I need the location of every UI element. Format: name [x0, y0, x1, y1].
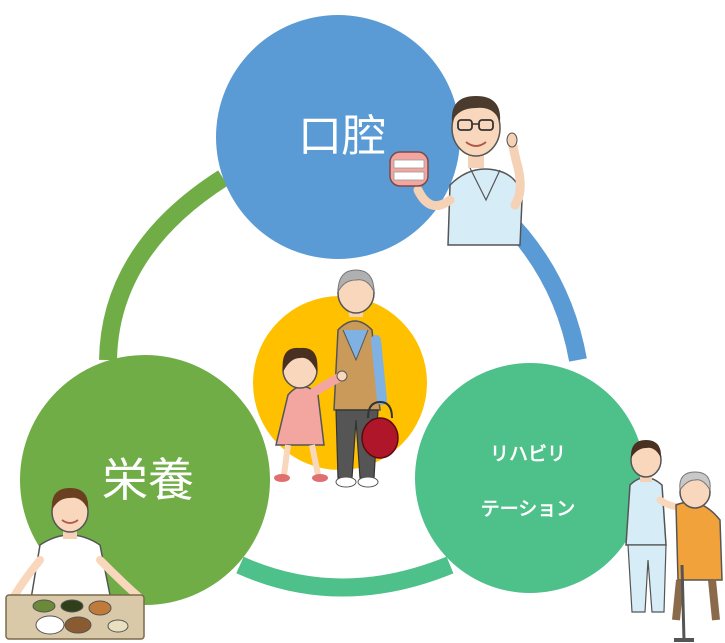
- oral-circle: [216, 15, 460, 259]
- connector-arc-bottom: [236, 556, 454, 597]
- rehab-label-line1: リハビリ: [490, 443, 566, 465]
- nutrition-label: 栄養: [102, 453, 194, 507]
- grandfather-child-illustration: [274, 269, 399, 488]
- oral-label: 口腔: [298, 111, 386, 162]
- rehab-label-line2: テーション: [481, 498, 576, 520]
- caregiver-elderly-illustration: [625, 440, 723, 642]
- dentist-illustration: [389, 96, 525, 246]
- nutritionist-illustration: [5, 488, 145, 640]
- connector-arc-left: [99, 170, 228, 361]
- rehab-circle: [415, 363, 645, 593]
